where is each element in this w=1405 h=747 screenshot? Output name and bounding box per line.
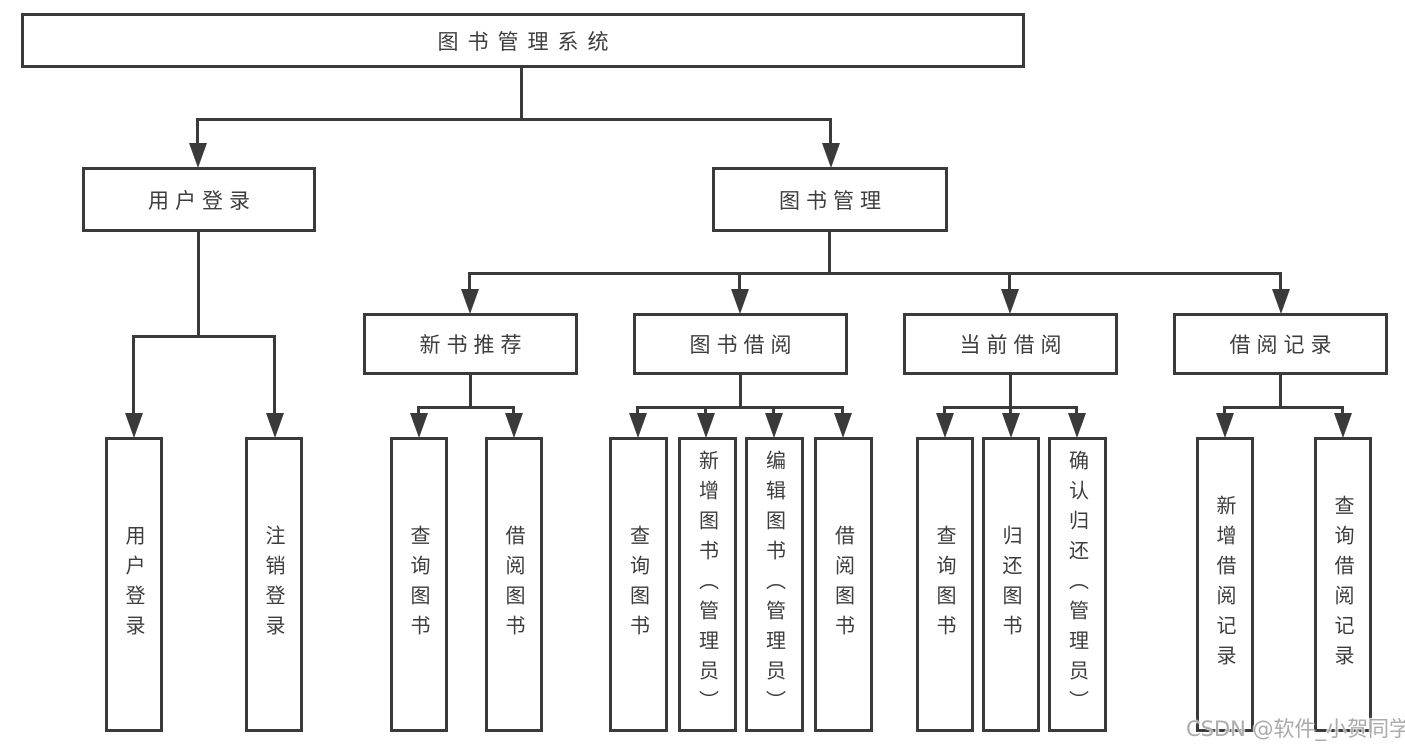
connector-current-borrow-stub (1009, 375, 1012, 409)
node-user-login-label: 用户登录 (148, 188, 256, 213)
connector-drop-line (273, 335, 276, 415)
node-new-book-recommend: 新书推荐 (363, 313, 578, 375)
connector-drop-line (512, 406, 515, 415)
connector-drop-line (417, 406, 420, 415)
leaf-node-borrow-borrow-books-label: 借阅图书 (831, 524, 856, 645)
node-book-borrow-label: 图书借阅 (689, 333, 798, 357)
leaf-node-logout-label: 注销登录 (262, 524, 286, 645)
leaf-node-record-query-record: 查询借阅记录 (1314, 437, 1372, 732)
connector-drop-line (1279, 272, 1282, 290)
connector-root-branch (196, 118, 832, 121)
arrowhead-down-icon (822, 143, 840, 168)
connector-drop-line (636, 406, 639, 415)
connector-drop-line (132, 335, 135, 415)
connector-new-book-recommend-stub (469, 375, 472, 409)
node-current-borrow-label: 当前借阅 (959, 333, 1068, 357)
leaf-node-user-login: 用户登录 (105, 437, 163, 732)
arrowhead-down-icon (1068, 413, 1086, 438)
connector-drop-line (1075, 406, 1078, 415)
arrowhead-down-icon (189, 143, 207, 168)
connector-book-management-branch (468, 272, 1282, 275)
arrowhead-down-icon (629, 413, 647, 438)
leaf-node-borrow-query-books-label: 查询图书 (626, 524, 651, 645)
connector-drop-line (468, 272, 471, 290)
arrowhead-down-icon (1272, 289, 1290, 314)
node-root: 图书管理系统 (21, 13, 1025, 68)
connector-drop-line (704, 406, 707, 415)
leaf-node-current-return-books: 归还图书 (982, 437, 1040, 732)
arrowhead-down-icon (125, 413, 143, 438)
leaf-node-current-confirm-return: 确认归还（管理员） (1048, 437, 1107, 732)
node-new-book-recommend-label: 新书推荐 (419, 333, 528, 357)
node-book-management-label: 图书管理 (779, 188, 887, 213)
leaf-node-borrow-edit-books-label: 编辑图书（管理员） (762, 449, 787, 720)
connector-drop-line (772, 406, 775, 415)
leaf-node-recommend-query-books: 查询图书 (390, 437, 448, 732)
node-book-borrow: 图书借阅 (633, 313, 848, 375)
node-user-login: 用户登录 (82, 167, 316, 232)
leaf-node-recommend-borrow-books: 借阅图书 (485, 437, 543, 732)
leaf-node-logout: 注销登录 (245, 437, 303, 732)
connector-drop-line (1341, 406, 1344, 415)
connector-drop-line (1008, 272, 1011, 290)
arrowhead-down-icon (266, 413, 284, 438)
node-root-label: 图书管理系统 (437, 29, 618, 54)
connector-user-login-stub (197, 232, 200, 337)
node-borrow-record: 借阅记录 (1173, 313, 1388, 375)
leaf-node-current-confirm-return-label: 确认归还（管理员） (1065, 449, 1090, 720)
connector-drop-line (841, 406, 844, 415)
leaf-node-record-add-record: 新增借阅记录 (1196, 437, 1254, 732)
connector-borrow-record-stub (1279, 375, 1282, 409)
leaf-node-borrow-borrow-books: 借阅图书 (814, 437, 873, 732)
arrowhead-down-icon (1216, 413, 1234, 438)
node-book-management: 图书管理 (712, 167, 948, 232)
leaf-node-current-return-books-label: 归还图书 (999, 524, 1023, 645)
node-borrow-record-label: 借阅记录 (1229, 333, 1338, 357)
arrowhead-down-icon (1001, 289, 1019, 314)
arrowhead-down-icon (834, 413, 852, 438)
connector-drop-line (1009, 406, 1012, 415)
connector-user-login-branch (132, 335, 276, 338)
leaf-node-current-query-books: 查询图书 (916, 437, 974, 732)
connector-borrow-record-branch (1223, 406, 1344, 409)
arrowhead-down-icon (1334, 413, 1352, 438)
leaf-node-borrow-query-books: 查询图书 (609, 437, 668, 732)
csdn-watermark: CSDN @软件_小贺同学 (1186, 717, 1405, 741)
connector-book-borrow-stub (739, 375, 742, 409)
connector-book-management-stub (828, 232, 831, 275)
arrowhead-down-icon (697, 413, 715, 438)
leaf-node-current-query-books-label: 查询图书 (933, 524, 957, 645)
connector-drop-line (196, 118, 199, 146)
leaf-node-borrow-add-books: 新增图书（管理员） (678, 437, 737, 732)
leaf-node-user-login-label: 用户登录 (122, 524, 146, 645)
arrowhead-down-icon (765, 413, 783, 438)
arrowhead-down-icon (1002, 413, 1020, 438)
leaf-node-recommend-query-books-label: 查询图书 (407, 524, 431, 645)
leaf-node-borrow-add-books-label: 新增图书（管理员） (695, 449, 720, 720)
connector-drop-line (943, 406, 946, 415)
leaf-node-borrow-edit-books: 编辑图书（管理员） (745, 437, 804, 732)
arrowhead-down-icon (936, 413, 954, 438)
leaf-node-record-add-record-label: 新增借阅记录 (1213, 494, 1237, 675)
connector-drop-line (829, 118, 832, 146)
arrowhead-down-icon (731, 289, 749, 314)
connector-drop-line (738, 272, 741, 290)
leaf-node-record-query-record-label: 查询借阅记录 (1331, 494, 1355, 675)
arrowhead-down-icon (410, 413, 428, 438)
arrowhead-down-icon (461, 289, 479, 314)
connector-book-borrow-branch (636, 406, 844, 409)
leaf-node-recommend-borrow-books-label: 借阅图书 (502, 524, 526, 645)
connector-new-book-recommend-branch (417, 406, 515, 409)
node-current-borrow: 当前借阅 (903, 313, 1118, 375)
connector-drop-line (1223, 406, 1226, 415)
arrowhead-down-icon (505, 413, 523, 438)
connector-root-stub (520, 68, 523, 121)
